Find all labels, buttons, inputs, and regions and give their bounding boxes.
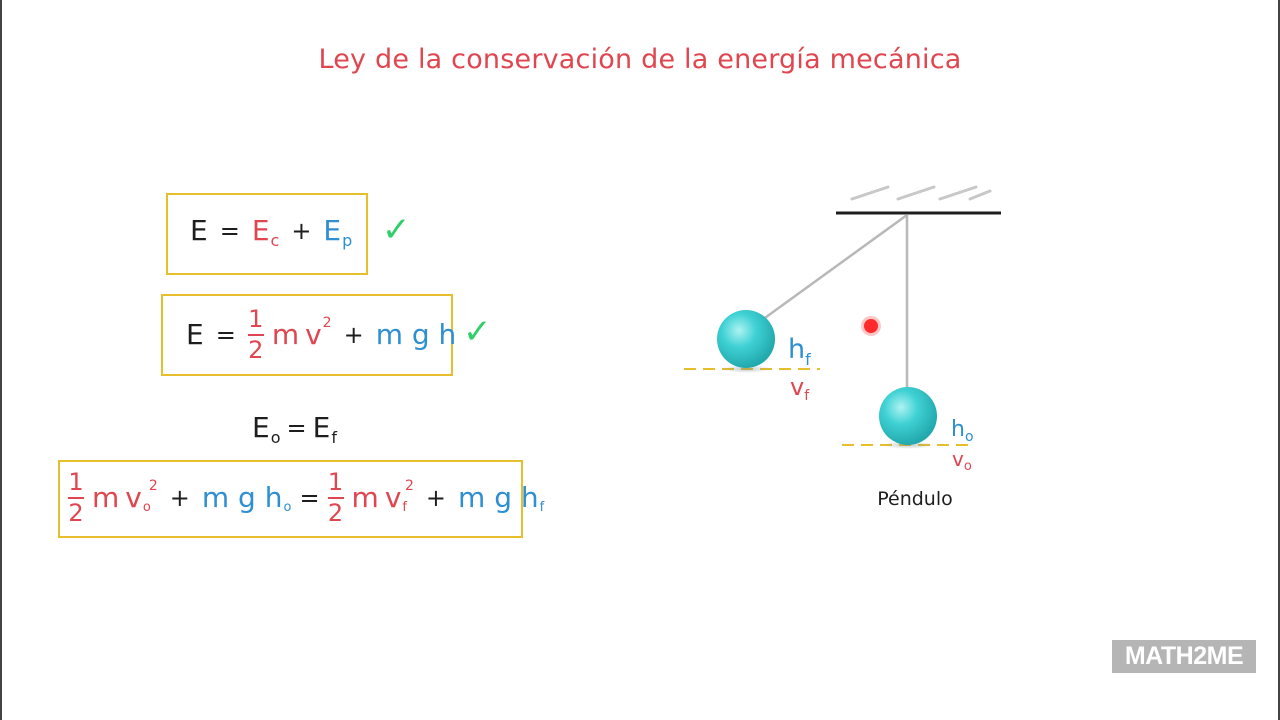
final-subscript: f: [331, 427, 337, 447]
fraction-numerator: 1: [248, 305, 264, 333]
velocity-subscript: o: [142, 499, 151, 515]
pointer-marker-glow: [861, 316, 881, 336]
initial-energy-symbol: E: [252, 411, 270, 444]
ceiling-hatch: [850, 185, 992, 201]
equals-sign: =: [215, 321, 236, 350]
fraction-bar: [327, 497, 344, 500]
potential-subscript: p: [342, 230, 353, 250]
fraction-denominator: 2: [327, 499, 344, 528]
check-icon: ✓: [382, 210, 411, 250]
height-initial-label: ho: [951, 417, 974, 445]
mass-symbol: m: [92, 481, 120, 515]
equation-box-conservation: [58, 460, 523, 538]
kinetic-energy-symbol: E: [251, 214, 270, 247]
velocity-final-label: vf: [790, 373, 810, 404]
velocity-subscript: f: [402, 499, 407, 515]
velocity-exponent: 2: [148, 478, 158, 495]
potential-energy-symbol: E: [323, 214, 342, 247]
pendulum-ball-displaced: [717, 310, 775, 368]
energy-symbol: E: [190, 214, 208, 247]
fraction-bar: [68, 497, 84, 500]
ball-shadow: [720, 365, 772, 373]
velocity-symbol: v: [384, 481, 402, 515]
velocity-symbol: v: [305, 318, 322, 352]
plus-sign: +: [169, 484, 190, 513]
potential-term: m g h: [375, 318, 457, 352]
potential-term: m g h: [201, 481, 283, 515]
plus-sign: +: [291, 217, 312, 245]
potential-term: m g h: [458, 481, 539, 515]
plus-sign: +: [343, 321, 364, 350]
initial-subscript: o: [270, 427, 281, 447]
plus-sign: +: [425, 484, 447, 513]
velocity-symbol: v: [125, 481, 142, 515]
equation-box-energy-formula: [161, 294, 453, 376]
velocity-exponent: 2: [404, 478, 414, 495]
fraction-numerator: 1: [327, 468, 344, 496]
check-icon: ✓: [463, 312, 492, 352]
fraction-one-half: 1 2: [247, 305, 264, 365]
equals-sign: =: [286, 414, 307, 442]
height-subscript: o: [283, 499, 292, 515]
height-subscript: f: [539, 499, 545, 515]
mass-symbol: m: [271, 318, 300, 352]
velocity-exponent: 2: [322, 315, 332, 332]
equals-sign: =: [299, 484, 320, 513]
final-energy-symbol: E: [312, 411, 331, 444]
mass-symbol: m: [351, 481, 379, 515]
fraction-bar: [247, 334, 264, 337]
fraction-one-half: 1 2: [68, 468, 84, 528]
brand-logo: MATH2ME: [1112, 640, 1256, 673]
pendulum-ball-rest: [879, 387, 937, 445]
equals-sign: =: [219, 217, 240, 245]
fraction-denominator: 2: [248, 336, 264, 365]
kinetic-subscript: c: [270, 230, 280, 250]
fraction-denominator: 2: [68, 499, 84, 528]
energy-symbol: E: [186, 318, 204, 352]
pendulum-caption: Péndulo: [877, 488, 953, 510]
page-title: Ley de la conservación de la energía mec…: [318, 44, 962, 75]
equation-box-total-energy: [166, 193, 368, 275]
pendulum-string-displaced: [761, 213, 908, 322]
height-final-label: hf: [788, 334, 811, 369]
fraction-one-half: 1 2: [327, 468, 344, 528]
velocity-initial-label: vo: [952, 447, 972, 474]
pointer-marker: [864, 319, 878, 333]
fraction-numerator: 1: [68, 468, 84, 496]
